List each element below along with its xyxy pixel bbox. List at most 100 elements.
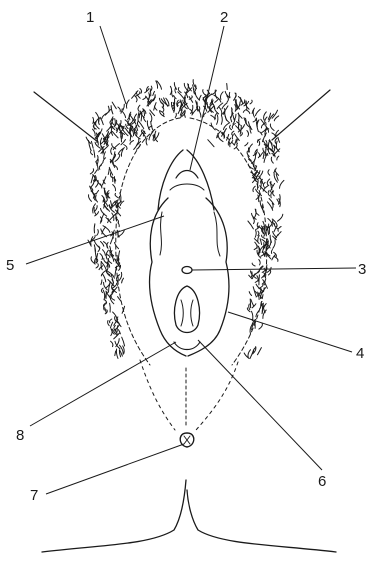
hair-stroke: [91, 257, 94, 264]
leader-line-1: [100, 26, 126, 104]
hair-stroke: [258, 231, 259, 236]
hair-stroke: [143, 96, 146, 99]
hair-stroke: [135, 96, 137, 102]
hair-stroke: [135, 134, 140, 139]
hair-stroke: [91, 175, 93, 183]
hair-stroke: [273, 191, 275, 196]
hair-stroke: [203, 90, 205, 95]
hair-stroke: [108, 259, 111, 264]
hair-stroke: [117, 124, 119, 128]
leader-line-5: [26, 216, 164, 264]
hair-stroke: [138, 105, 140, 111]
hair-stroke: [149, 132, 153, 140]
hair-stroke: [143, 118, 145, 122]
hair-stroke: [230, 125, 232, 130]
hair-stroke: [259, 275, 260, 285]
hair-stroke: [243, 110, 246, 113]
hair-stroke: [111, 341, 113, 346]
hair-stroke: [247, 131, 249, 137]
hair-stroke: [90, 169, 93, 174]
hair-stroke: [106, 198, 107, 202]
hair-stroke: [268, 190, 269, 195]
hair-stroke: [257, 223, 258, 228]
hair-stroke: [269, 199, 274, 205]
hair-stroke: [111, 201, 113, 208]
hair-stroke: [178, 88, 181, 93]
hair-stroke: [256, 195, 258, 199]
hair-stroke: [278, 227, 281, 232]
hair-stroke: [249, 292, 251, 296]
hair-stroke: [272, 133, 275, 136]
callout-6: 6: [318, 473, 326, 490]
hair-stroke: [163, 103, 164, 108]
hair-stroke: [278, 232, 281, 236]
hair-stroke: [235, 105, 236, 112]
hair-stroke: [262, 304, 263, 314]
hair-stroke: [111, 148, 112, 155]
hair-stroke: [225, 116, 229, 123]
left-thigh-line: [34, 92, 98, 142]
hair-stroke: [174, 96, 177, 99]
hair-stroke: [90, 150, 92, 155]
hair-stroke: [113, 185, 116, 191]
hair-stroke: [249, 304, 250, 310]
hair-stroke: [100, 254, 103, 260]
hair-stroke: [116, 349, 118, 358]
hair-stroke: [150, 89, 151, 96]
hair-stroke: [112, 131, 118, 138]
hair-stroke: [100, 138, 101, 147]
hair-stroke: [256, 109, 261, 115]
hair-stroke: [103, 290, 104, 300]
hair-stroke: [258, 236, 259, 242]
hair-stroke: [126, 100, 129, 108]
hair-stroke: [150, 113, 152, 122]
hair-stroke: [96, 264, 98, 268]
hair-stroke: [146, 138, 147, 145]
leader-line-8: [30, 342, 176, 426]
hair-stroke: [110, 322, 112, 328]
posterior-fourchette: [174, 342, 200, 350]
hair-stroke: [263, 182, 265, 187]
hair-stroke: [107, 255, 110, 258]
hair-stroke: [103, 274, 106, 282]
hair-stroke: [96, 119, 98, 125]
hair-stroke: [174, 83, 176, 90]
hair-stroke: [94, 150, 95, 158]
hair-stroke: [227, 84, 228, 90]
hair-stroke: [115, 351, 116, 356]
hair-stroke: [193, 85, 194, 90]
left-labium-minus: [150, 198, 186, 356]
hair-stroke: [267, 179, 269, 185]
hair-stroke: [217, 115, 218, 124]
hair-stroke: [122, 337, 125, 346]
hair-stroke: [93, 126, 96, 130]
hair-stroke: [124, 145, 127, 150]
hair-stroke: [113, 144, 119, 150]
hair-stroke: [220, 92, 223, 100]
hair-stroke: [101, 280, 102, 285]
hair-stroke: [274, 257, 278, 262]
hair-stroke: [175, 113, 176, 117]
hair-stroke: [116, 339, 119, 347]
hair-stroke: [259, 260, 260, 265]
hair-stroke: [108, 321, 110, 326]
hair-stroke: [259, 246, 260, 255]
hair-stroke: [112, 144, 116, 149]
hair-stroke: [97, 230, 99, 236]
hood-fold: [170, 184, 204, 190]
hair-stroke: [246, 101, 247, 109]
hair-stroke: [113, 164, 117, 169]
hair-stroke: [104, 258, 107, 263]
hair-stroke: [89, 195, 92, 202]
callout-7: 7: [30, 487, 38, 504]
hair-stroke: [259, 323, 262, 329]
right-perineal-line: [196, 362, 238, 430]
hair-stroke: [111, 177, 115, 181]
hair-stroke: [112, 102, 116, 109]
hair-stroke: [153, 91, 155, 95]
hair-stroke: [153, 135, 154, 140]
hair-stroke: [237, 139, 239, 144]
leader-line-2: [190, 26, 224, 170]
hair-stroke: [214, 95, 221, 102]
